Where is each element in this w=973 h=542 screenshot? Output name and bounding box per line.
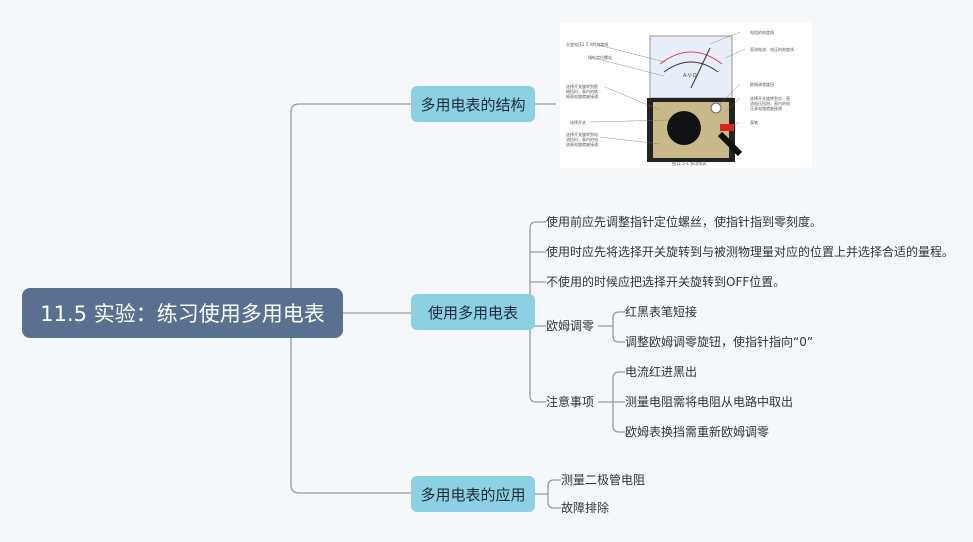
leaf-node[interactable]: 测量电阻需将电阻从电路中取出 xyxy=(625,395,794,409)
branch-label: 使用多用电表 xyxy=(427,303,518,322)
leaf-node[interactable]: 调整欧姆调零旋钮，使指针指向“0” xyxy=(625,335,814,349)
image-label: 选择开关旋转到欧姆挡时，表内的欧姆表电路就被接通 xyxy=(566,84,598,99)
leaf-node[interactable]: 电流红进黑出 xyxy=(625,365,698,379)
leaf-node[interactable]: 欧姆表换挡需重新欧姆调零 xyxy=(625,425,770,439)
image-label: 直流电流、电压的刻度线 xyxy=(750,47,794,52)
root-title: 11.5 实验：练习使用多用电表 xyxy=(40,302,325,326)
leaf-node[interactable]: 测量二极管电阻 xyxy=(561,473,646,487)
dial-label: A-V-Ω xyxy=(683,73,697,79)
image-label: 选择开关旋转到交、直流电压挡时，表内的电压表电路就被接通 xyxy=(750,96,790,111)
image-caption: 图11.5-1 多用电表 xyxy=(672,161,707,166)
leaf-node[interactable]: 故障排除 xyxy=(561,501,610,515)
image-label: 电阻的刻度线 xyxy=(750,30,774,35)
image-label: 指针定位螺丝 xyxy=(588,55,612,60)
branch-usage[interactable]: 使用多用电表 xyxy=(411,294,535,330)
leaf-node[interactable]: 红黑表笔短接 xyxy=(625,305,698,319)
leaf-node[interactable]: 注意事项 xyxy=(546,395,595,409)
branch-application[interactable]: 多用电表的应用 xyxy=(411,476,535,512)
image-label: 选择开关 xyxy=(570,120,586,125)
image-label: 交变电压2.5 V的刻度线 xyxy=(566,42,609,47)
leaf-node[interactable]: 不使用的时候应把选择开关旋转到OFF位置。 xyxy=(546,275,786,289)
image-label: 选择开关旋转到电流挡时，表内的电流表电路就被接通 xyxy=(566,132,598,147)
branch-label: 多用电表的结构 xyxy=(420,95,526,114)
image-label: 表笔 xyxy=(750,120,758,125)
branch-label: 多用电表的应用 xyxy=(420,485,526,504)
root-node[interactable]: 11.5 实验：练习使用多用电表 xyxy=(22,288,343,338)
multimeter-image: 交变电压2.5 V的刻度线 指针定位螺丝 选择开关旋转到欧姆挡时，表内的欧姆表电… xyxy=(560,22,812,168)
leaf-node[interactable]: 使用前应先调整指针定位螺丝，使指针指到零刻度。 xyxy=(546,215,823,229)
image-label: 欧姆调零旋钮 xyxy=(750,82,774,87)
leaf-node[interactable]: 使用时应先将选择开关旋转到与被测物理量对应的位置上并选择合适的量程。 xyxy=(546,245,955,259)
leaf-node[interactable]: 欧姆调零 xyxy=(546,319,595,333)
branch-structure[interactable]: 多用电表的结构 xyxy=(411,86,535,122)
